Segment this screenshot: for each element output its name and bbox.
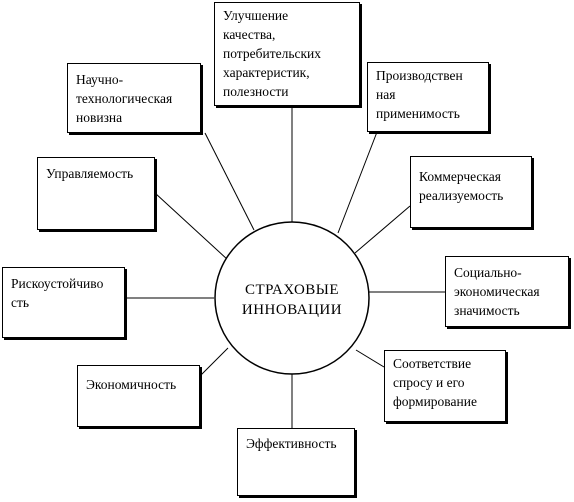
node-commercial: Коммерческая реализуемость	[410, 156, 532, 228]
center-ellipse	[214, 221, 370, 375]
connector-commercial	[354, 205, 411, 254]
node-manageability: Управляемость	[37, 157, 155, 230]
connector-demand	[355, 349, 385, 368]
node-social: Социально- экономическая значимость	[445, 256, 569, 327]
node-quality: Улучшение качества, потребительских хара…	[214, 2, 360, 106]
center-label: СТРАХОВЫЕ ИННОВАЦИИ	[241, 282, 343, 318]
node-novelty: Научно- технологическая новизна	[67, 63, 201, 133]
node-economy: Экономичность	[77, 365, 200, 427]
connector-manageability	[154, 192, 229, 261]
connector-production	[337, 131, 378, 234]
connector-economy	[199, 347, 229, 377]
node-production: Производствен ная применимость	[367, 62, 489, 132]
node-demand: Соответствие спросу и его формирование	[384, 350, 506, 422]
node-risk: Рискоустойчиво сть	[2, 267, 125, 338]
connector-novelty	[204, 132, 255, 231]
node-efficiency: Эффективность	[237, 428, 355, 496]
